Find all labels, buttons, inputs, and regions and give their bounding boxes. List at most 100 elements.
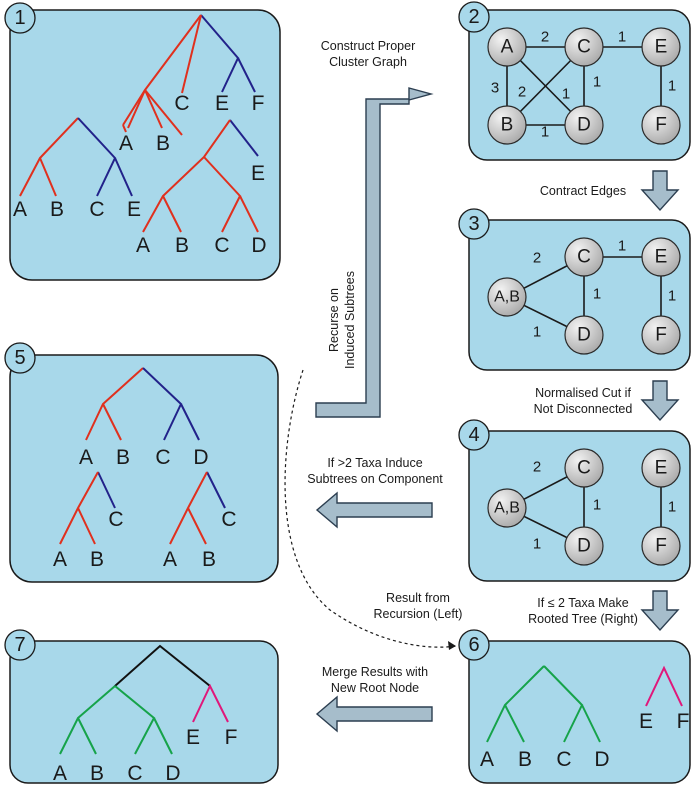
branch (153, 717, 173, 755)
edge-weight: 2 (541, 29, 549, 46)
panel-7-background (9, 640, 279, 784)
panel-5-tree-top: A B C D (79, 367, 209, 469)
leaf-label: B (116, 446, 130, 469)
leaf-label: C (174, 92, 189, 115)
node-label: E (655, 247, 668, 268)
step-badge (4, 629, 36, 661)
leaf-label: B (175, 234, 189, 257)
step-badge (4, 342, 36, 374)
panel-4-weights: 2 1 1 1 (533, 459, 676, 553)
leaf-label: B (50, 198, 64, 221)
contract-arrow (640, 170, 680, 212)
panel-3: 2 1 1 1 1 C E A,B D F 3 (458, 208, 691, 371)
branch (144, 89, 183, 136)
caption-rooted: If ≤ 2 Taxa Make Rooted Tree (Right) (528, 596, 638, 626)
graph-node (564, 27, 604, 67)
edge-weight: 2 (533, 250, 541, 267)
branch (181, 14, 202, 94)
panel-5-tree-left: C A B (53, 471, 124, 571)
recursion-arrowhead (448, 641, 456, 650)
branch (237, 57, 256, 93)
node-label: E (655, 458, 668, 479)
caption-line: Merge Results with (322, 665, 428, 679)
leaf-label: F (677, 710, 690, 733)
caption-induce: If >2 Taxa Induce Subtrees on Component (307, 456, 443, 486)
node-label: D (577, 325, 591, 346)
panel-1-background (9, 9, 281, 281)
caption-line: Recursion (Left) (374, 607, 463, 621)
edge-weight: 1 (668, 288, 676, 305)
branch (127, 89, 146, 129)
graph-node (564, 105, 604, 145)
branch (229, 119, 259, 157)
graph-node (641, 27, 681, 67)
caption-line: Normalised Cut if (535, 386, 631, 400)
panel-6-tree-right: E F (639, 665, 690, 733)
panel-1-tree-right: E A B C D (136, 119, 267, 257)
leaf-label: A (53, 762, 67, 785)
leaf-label: A (13, 198, 27, 221)
node-label: C (577, 247, 591, 268)
leaf-label: D (193, 446, 208, 469)
panel-5-background (9, 354, 279, 583)
caption-line: If >2 Taxa Induce (327, 456, 422, 470)
branch (77, 717, 97, 755)
caption-contract: Contract Edges (540, 184, 626, 198)
caption-line: If ≤ 2 Taxa Make (537, 596, 628, 610)
branch (114, 157, 133, 197)
step-badge (4, 2, 36, 34)
panel-6: A B C D E F 6 (458, 629, 691, 784)
step-badge-number: 1 (14, 7, 25, 29)
leaf-label: A (136, 234, 150, 257)
panel-3-nodes: C E A,B D F (487, 237, 681, 355)
graph-node (641, 105, 681, 145)
branch (77, 507, 96, 545)
edge-weight: 2 (518, 84, 526, 101)
merge-arrow (315, 695, 433, 733)
panel-5: A B C D C A B C A B 5 (4, 342, 279, 583)
node-label: F (655, 115, 667, 136)
edge-weight: 1 (618, 29, 626, 46)
graph-node (641, 526, 681, 566)
step-badge-number: 7 (14, 634, 25, 656)
branch (180, 403, 200, 441)
graph-node (641, 237, 681, 277)
leaf-label: C (108, 508, 123, 531)
leaf-label: B (90, 762, 104, 785)
edge-weight: 2 (533, 459, 541, 476)
leaf-label: C (556, 748, 571, 771)
normalised-cut-arrow (640, 380, 680, 422)
edge-weight: 1 (533, 536, 541, 553)
panel-2-weights: 2 1 3 2 1 1 1 1 (491, 29, 676, 141)
caption-line: Subtrees on Component (307, 472, 443, 486)
panel-4-background (468, 430, 691, 582)
leaf-label: C (127, 762, 142, 785)
panel-7-tree: A B C D E F (53, 644, 237, 785)
panel-4: 2 1 1 1 C E A,B D F 4 (458, 419, 691, 582)
panel-1: C E F A B A B C E E A B C D (4, 2, 281, 281)
leaf-label: E (251, 162, 265, 185)
step-badge (458, 208, 490, 240)
caption-normalised: Normalised Cut if Not Disconnected (534, 386, 633, 416)
branch (144, 89, 163, 129)
caption-line: Construct Proper (321, 39, 415, 53)
leaf-label: F (252, 92, 265, 115)
leaf-label: E (639, 710, 653, 733)
node-label: F (655, 325, 667, 346)
edge-weight: 1 (668, 499, 676, 516)
node-label: B (501, 115, 514, 136)
graph-node (564, 315, 604, 355)
node-label: A,B (494, 500, 520, 517)
node-label: D (577, 536, 591, 557)
caption-construct: Construct Proper Cluster Graph (321, 39, 415, 69)
edge-weight: 1 (668, 78, 676, 95)
branch (102, 403, 122, 441)
branch (645, 665, 683, 707)
node-label: A,B (494, 289, 520, 306)
step-badge-number: 6 (468, 634, 479, 656)
node-label: C (577, 458, 591, 479)
leaf-label: E (186, 726, 200, 749)
panel-2: 2 1 3 2 1 1 1 1 A C E B D F 2 (458, 1, 691, 161)
leaf-label: B (90, 548, 104, 571)
